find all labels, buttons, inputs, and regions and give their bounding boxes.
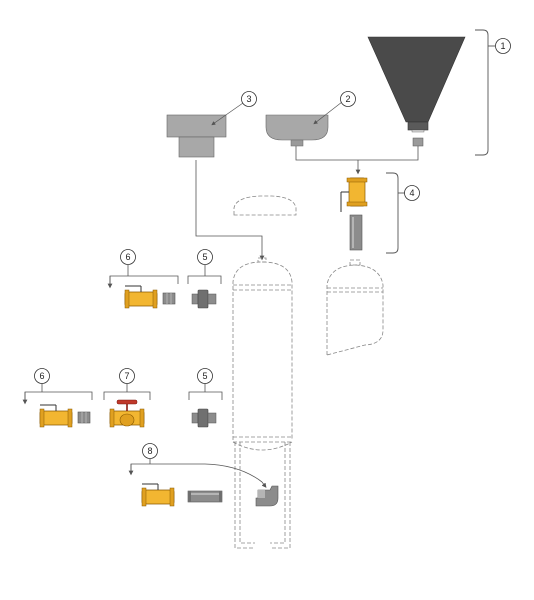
hopper-large	[367, 36, 466, 147]
bracket-7	[103, 383, 151, 400]
funnel-square	[166, 114, 227, 158]
callout-3: 3	[211, 91, 257, 126]
valve-assembly-4	[340, 177, 368, 251]
union-fitting-5a	[191, 289, 217, 309]
pipe-8	[187, 490, 223, 503]
nipple-6b	[77, 411, 91, 424]
callout-6b: 6	[34, 368, 50, 384]
column-outline	[232, 257, 293, 549]
callout-4-label: 4	[409, 188, 414, 198]
callout-6a-label: 6	[125, 252, 130, 262]
union-fitting-5b	[191, 408, 217, 428]
nipple-6a	[162, 292, 176, 305]
ball-valve-8	[141, 483, 175, 507]
callout-5a: 5	[197, 249, 213, 265]
callout-5b: 5	[197, 368, 213, 384]
callout-1: 1	[495, 38, 511, 54]
callout-2: 2	[313, 91, 356, 125]
callout-1-label: 1	[500, 41, 505, 51]
callout-6a: 6	[120, 249, 136, 265]
callout-5b-label: 5	[202, 371, 207, 381]
ball-valve-6a	[124, 285, 158, 309]
bracket-1	[475, 29, 495, 156]
bracket-6a	[107, 265, 179, 289]
callout-5a-label: 5	[202, 252, 207, 262]
callout-7: 7	[119, 368, 135, 384]
callout-3-label: 3	[246, 94, 251, 104]
callout-2-label: 2	[345, 94, 350, 104]
bracket-5b	[188, 383, 223, 400]
gate-valve-7	[109, 399, 145, 428]
callout-7-label: 7	[124, 371, 129, 381]
side-container-outline	[326, 259, 384, 356]
callout-8-label: 8	[147, 446, 152, 456]
bracket-5a	[187, 265, 222, 284]
callout-8: 8	[142, 443, 158, 459]
connector-3-to-tank	[195, 160, 265, 261]
funnel-wide	[265, 114, 329, 147]
bracket-8	[128, 459, 267, 488]
elbow-8	[255, 485, 279, 507]
ball-valve-6b	[39, 404, 73, 428]
bracket-4	[386, 172, 405, 254]
callout-6b-label: 6	[39, 371, 44, 381]
connector-1-2-to-4	[295, 146, 419, 175]
bracket-6b	[22, 383, 93, 405]
callout-4: 4	[404, 185, 420, 201]
lid-outline	[233, 195, 297, 216]
